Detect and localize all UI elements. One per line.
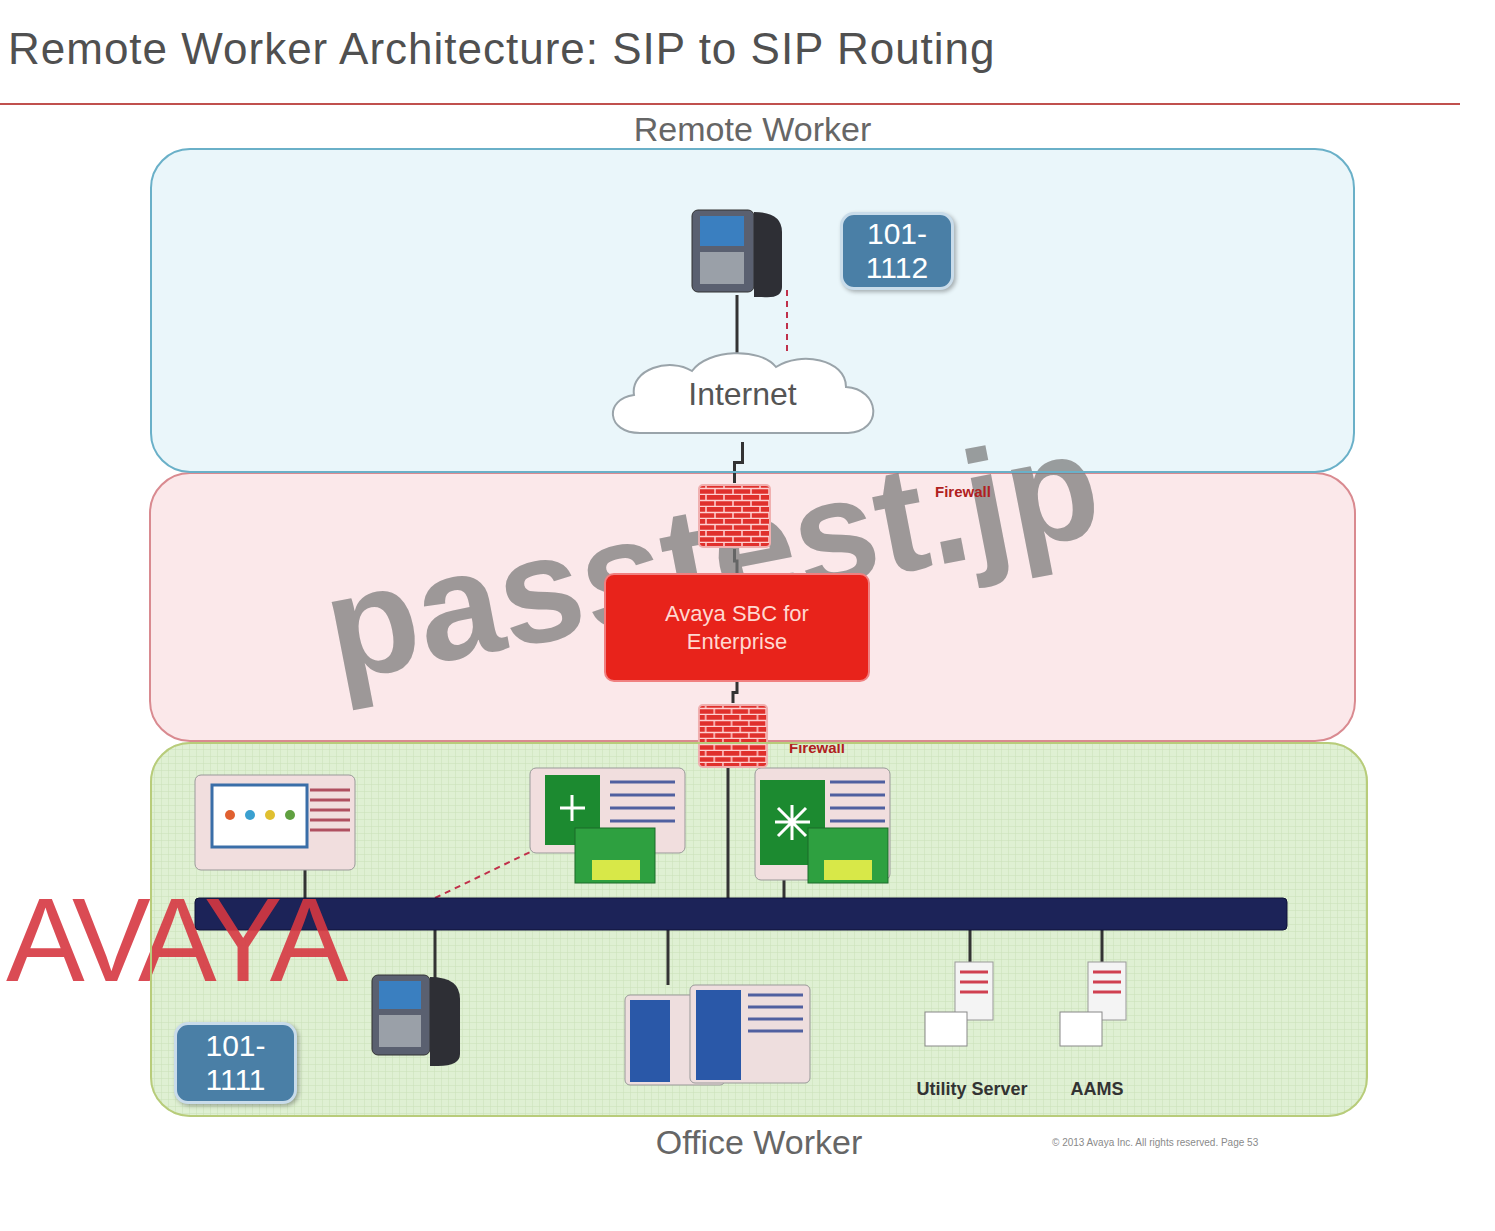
lan-bus <box>195 898 1287 930</box>
node-text: Avaya SBC for Enterprise <box>606 575 868 680</box>
aams-server-icon <box>1060 962 1126 1046</box>
title-rule <box>0 103 1460 105</box>
office-phone <box>372 975 460 1066</box>
extension-callout: 101-1112 <box>840 212 954 290</box>
node-text: Office Worker <box>152 1123 1366 1162</box>
node-text: Remote Worker <box>152 110 1353 149</box>
node-text: 101-1111 <box>177 1025 294 1101</box>
extension-callout: 101-1111 <box>174 1022 297 1104</box>
communication-manager-servers <box>625 985 810 1085</box>
remote-band: Remote Worker101-1112Internet <box>150 148 1355 473</box>
media-gateway <box>195 775 355 870</box>
office-wiring <box>195 768 1287 985</box>
firewall: Firewall <box>697 483 772 549</box>
sbc-box: Avaya SBC for Enterprise <box>604 573 870 682</box>
copyright-note: © 2013 Avaya Inc. All rights reserved. P… <box>1052 1137 1258 1148</box>
logo-text: AVAYA <box>6 872 345 1008</box>
utility-server-icon <box>925 962 993 1046</box>
remote-phone <box>692 210 787 355</box>
firewall-body <box>699 705 767 767</box>
node-text: Internet <box>600 347 885 442</box>
firewall-body <box>699 485 770 547</box>
server-node: Utility Server <box>897 940 1047 1100</box>
node-text: 101-1112 <box>843 215 951 287</box>
session-manager-servers <box>530 768 890 883</box>
node-text: Firewall <box>935 483 991 500</box>
office-band: Office Worker101-1111Utility ServerAAMS <box>150 742 1368 1117</box>
remote-band-fill <box>150 148 1355 473</box>
server-node: AAMS <box>1042 940 1152 1100</box>
diagram-title: Remote Worker Architecture: SIP to SIP R… <box>8 24 996 74</box>
firewall-icon <box>697 483 772 549</box>
node-text: Utility Server <box>897 1079 1047 1100</box>
firewall-icon <box>697 703 769 769</box>
network-link <box>733 682 737 703</box>
internet-cloud: Internet <box>600 347 885 442</box>
node-text: AAMS <box>1042 1079 1152 1100</box>
firewall: Firewall <box>697 703 769 769</box>
